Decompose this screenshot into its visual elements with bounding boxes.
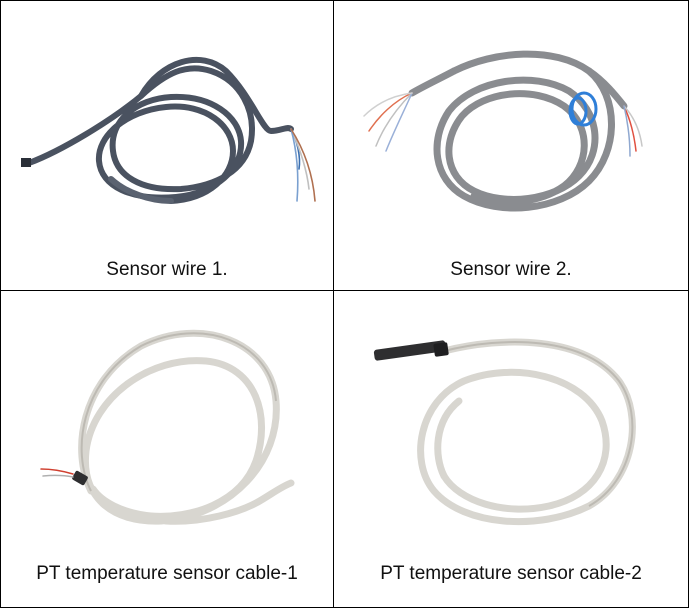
caption-sensor-wire-1: Sensor wire 1. xyxy=(106,259,228,280)
panel-sensor-wire-1: Sensor wire 1. xyxy=(1,1,334,291)
caption-pt-sensor-cable-1: PT temperature sensor cable-1 xyxy=(36,563,298,584)
cable-connector xyxy=(72,470,88,486)
panel-pt-sensor-cable-1: PT temperature sensor cable-1 xyxy=(1,291,334,607)
caption-sensor-wire-2: Sensor wire 2. xyxy=(450,259,572,280)
pt-sensor-cable-1-photo xyxy=(40,329,295,525)
blue-cable-tie xyxy=(568,91,598,127)
panel-sensor-wire-2: Sensor wire 2. xyxy=(334,1,688,291)
caption-pt-sensor-cable-2: PT temperature sensor cable-2 xyxy=(380,563,642,584)
pt-sensor-cable-2-photo xyxy=(373,338,636,526)
wire-end-cap xyxy=(21,158,31,167)
sensor-wire-2-photo xyxy=(363,50,643,212)
temperature-probe xyxy=(373,340,449,361)
sensor-wire-1-photo xyxy=(21,56,316,204)
panel-pt-sensor-cable-2: PT temperature sensor cable-2 xyxy=(334,291,688,607)
